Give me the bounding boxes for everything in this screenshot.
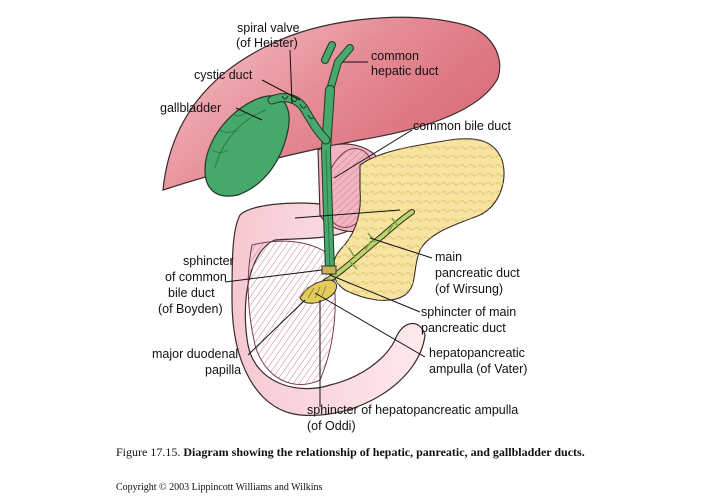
pancreas xyxy=(332,138,505,301)
label-sphincter-bile-4: (of Boyden) xyxy=(158,302,223,316)
label-sphincter-ampulla-2: (of Oddi) xyxy=(307,419,356,433)
label-main-pancreatic-1: main xyxy=(435,250,462,264)
gallbladder xyxy=(204,95,290,197)
label-sphincter-bile-2: of common xyxy=(165,270,227,284)
label-sphincter-main-2: pancreatic duct xyxy=(421,321,506,335)
label-common-bile-duct: common bile duct xyxy=(413,119,511,133)
label-ampulla-2: ampulla (of Vater) xyxy=(429,362,527,376)
label-sphincter-main-1: sphincter of main xyxy=(421,305,516,319)
label-major-papilla-2: papilla xyxy=(205,363,241,377)
diagram-labels: spiral valve (of Heister) common hepatic… xyxy=(152,21,527,433)
label-main-pancreatic-3: (of Wirsung) xyxy=(435,282,503,296)
label-main-pancreatic-2: pancreatic duct xyxy=(435,266,520,280)
label-ampulla-1: hepatopancreatic xyxy=(429,346,525,360)
main-pancreatic-duct xyxy=(322,209,415,285)
label-cystic-duct: cystic duct xyxy=(194,68,253,82)
label-sphincter-bile-3: bile duct xyxy=(168,286,215,300)
label-gallbladder: gallbladder xyxy=(160,101,221,115)
leader-lines xyxy=(224,49,433,407)
label-common-hepatic-1: common xyxy=(371,49,419,63)
label-sphincter-bile-1: sphincter xyxy=(183,254,234,268)
label-spiral-valve-2: (of Heister) xyxy=(236,36,298,50)
label-sphincter-ampulla-1: sphincter of hepatopancreatic ampulla xyxy=(307,403,518,417)
figure-caption: Figure 17.15. Diagram showing the relati… xyxy=(116,445,585,460)
label-spiral-valve-1: spiral valve xyxy=(237,21,300,35)
label-major-papilla-1: major duodenal xyxy=(152,347,238,361)
figure-title: Diagram showing the relationship of hepa… xyxy=(183,445,585,459)
label-common-hepatic-2: hepatic duct xyxy=(371,64,439,78)
copyright-notice: Copyright © 2003 Lippincott Williams and… xyxy=(116,482,323,493)
figure-number: Figure 17.15. xyxy=(116,445,181,459)
